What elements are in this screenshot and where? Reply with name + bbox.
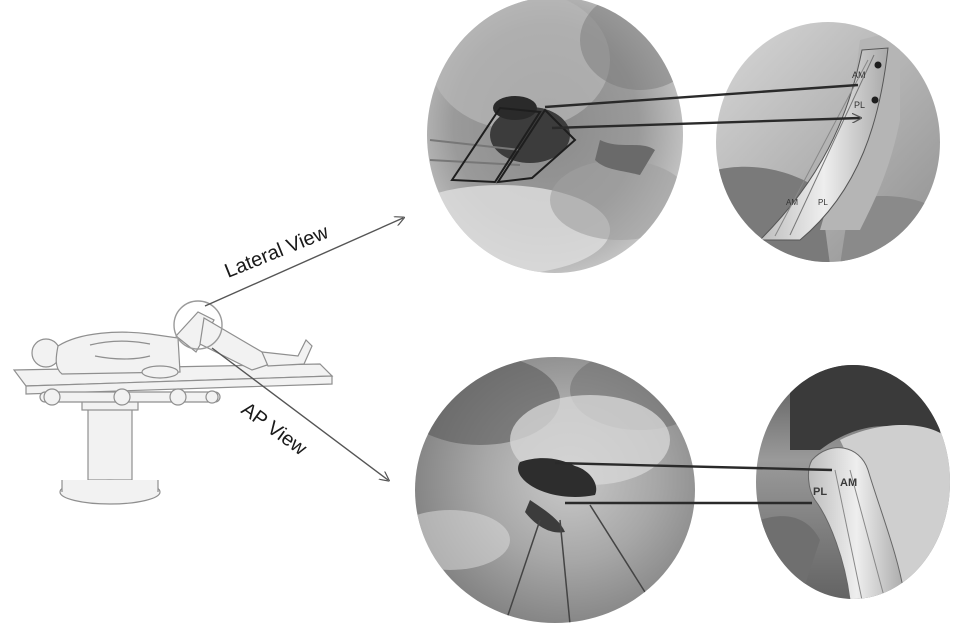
ap-fluoroscopy-image xyxy=(390,350,710,624)
inset-label-am-top: AM xyxy=(852,70,866,80)
pl-bundle-marker xyxy=(872,97,879,104)
ap-view-label: AP View xyxy=(237,398,311,460)
ap-3d-inset: PL AM xyxy=(750,360,957,610)
patient-shin xyxy=(200,318,270,370)
inset-label-pl-top: PL xyxy=(854,100,865,110)
lateral-3d-inset: AM PL AM PL xyxy=(710,20,950,270)
inset-label-am: AM xyxy=(840,477,857,489)
inset-label-am-bottom: AM xyxy=(786,198,798,207)
table-pedestal xyxy=(88,405,132,480)
inset-label-pl: PL xyxy=(813,486,827,498)
am-bundle-marker xyxy=(875,62,882,69)
inset-label-pl-bottom: PL xyxy=(818,198,828,207)
lateral-fluoroscopy-image xyxy=(390,0,700,290)
